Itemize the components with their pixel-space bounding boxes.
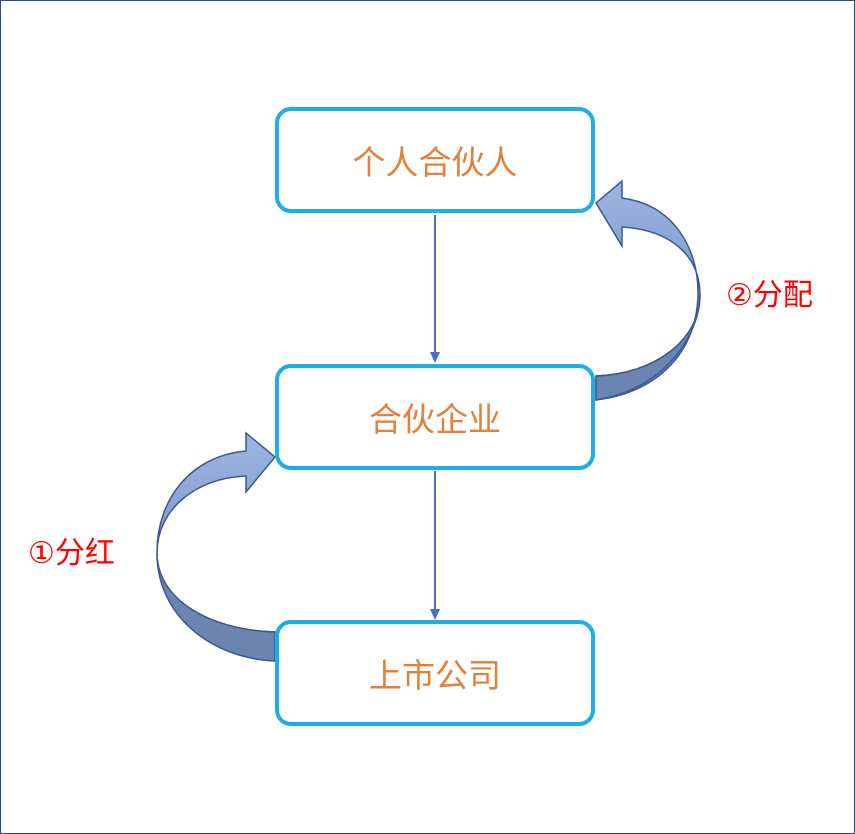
flow-label-distribution: ②分配	[726, 278, 813, 313]
node-listed-company: 上市公司	[275, 620, 595, 726]
node-listed-company-label: 上市公司	[369, 656, 501, 695]
arrow-enterprise-to-company	[430, 471, 440, 620]
node-partnership-enterprise: 合伙企业	[275, 364, 595, 470]
arrow-partner-to-enterprise	[430, 215, 440, 363]
curved-arrow-dividend	[156, 431, 277, 662]
node-individual-partner: 个人合伙人	[275, 107, 595, 213]
curved-arrow-distribution	[595, 179, 701, 401]
node-individual-partner-label: 个人合伙人	[352, 143, 518, 182]
flow-label-dividend: ①分红	[28, 536, 115, 571]
node-partnership-enterprise-label: 合伙企业	[369, 400, 501, 439]
